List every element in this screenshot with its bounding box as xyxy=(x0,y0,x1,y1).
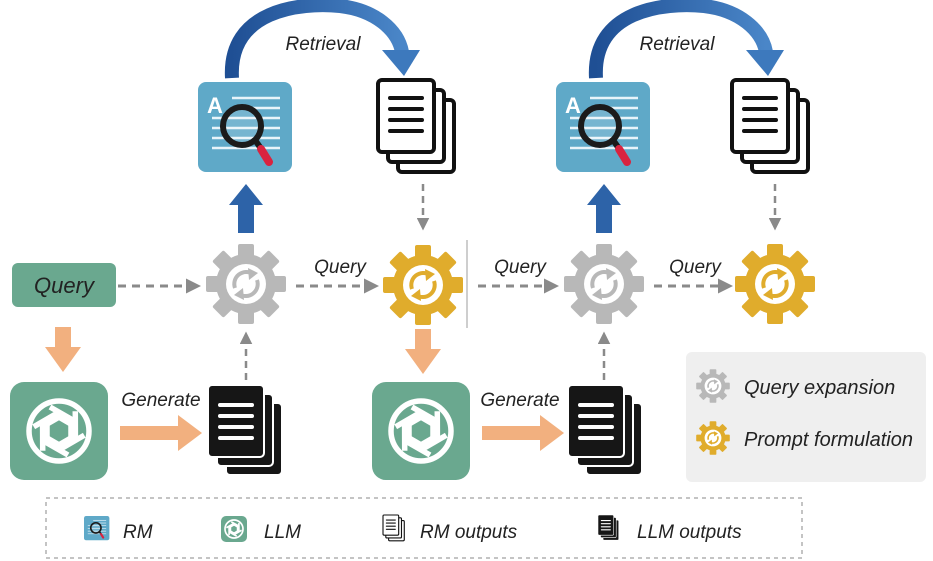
rm-outputs-legend-icon xyxy=(382,514,405,542)
query-arrow-label-2: Query xyxy=(494,257,547,278)
generate-label-left: Generate xyxy=(121,390,200,411)
retrieval-label-left: Retrieval xyxy=(286,34,362,55)
orange-generate-arrow-right xyxy=(482,415,564,451)
bottom-legend: RM LLM RM outputs LLM outputs xyxy=(45,497,803,559)
prompt-formulation-gear-2 xyxy=(733,242,817,326)
prompt-formulation-gear-1 xyxy=(381,243,465,327)
legend-rm-outputs: RM outputs xyxy=(420,522,518,543)
rm-tile-right: A xyxy=(556,82,650,172)
prompt-formulation-legend-icon xyxy=(695,420,731,456)
rm-outputs-docs-left xyxy=(376,78,456,174)
rm-letter-a: A xyxy=(207,93,223,118)
legend-prompt-formulation: Prompt formulation xyxy=(744,429,913,451)
rm-tile-left: A xyxy=(198,82,292,172)
query-expansion-gear-2 xyxy=(562,242,646,326)
query-box-label: Query xyxy=(34,273,96,298)
query-expansion-gear-1 xyxy=(204,242,288,326)
orange-down-arrow-prompt-to-llm xyxy=(405,329,441,374)
legend-query-expansion: Query expansion xyxy=(744,377,895,399)
generate-label-right: Generate xyxy=(480,390,559,411)
retrieval-arc-left xyxy=(224,0,409,79)
rm-outputs-docs-right xyxy=(730,78,810,174)
query-arrow-label-3: Query xyxy=(669,257,722,278)
orange-generate-arrow-left xyxy=(120,415,202,451)
retrieval-label-right: Retrieval xyxy=(640,34,716,55)
side-legend: Query expansion Prompt formulation xyxy=(686,352,926,482)
legend-llm-outputs: LLM outputs xyxy=(637,522,742,543)
query-expansion-legend-icon xyxy=(695,368,731,404)
blue-up-arrow-left xyxy=(229,184,263,233)
rm-letter-a-right: A xyxy=(565,93,581,118)
llm-legend-icon xyxy=(221,516,247,542)
retrieval-arrowhead-right xyxy=(746,50,784,76)
legend-rm: RM xyxy=(123,522,153,543)
llm-outputs-legend-icon xyxy=(597,514,620,541)
query-box: Query xyxy=(12,263,116,307)
query-arrow-label-1: Query xyxy=(314,257,367,278)
legend-llm: LLM xyxy=(264,522,301,543)
retrieval-arc-right xyxy=(588,0,773,79)
llm-outputs-docs-right xyxy=(566,383,644,477)
llm-tile-right xyxy=(372,382,470,480)
retrieval-arrowhead-left xyxy=(382,50,420,76)
rm-legend-icon xyxy=(82,514,111,542)
llm-tile-left xyxy=(10,382,108,480)
llm-outputs-docs-left xyxy=(206,383,284,477)
blue-up-arrow-right xyxy=(587,184,621,233)
orange-down-arrow-query-to-llm xyxy=(45,327,81,372)
